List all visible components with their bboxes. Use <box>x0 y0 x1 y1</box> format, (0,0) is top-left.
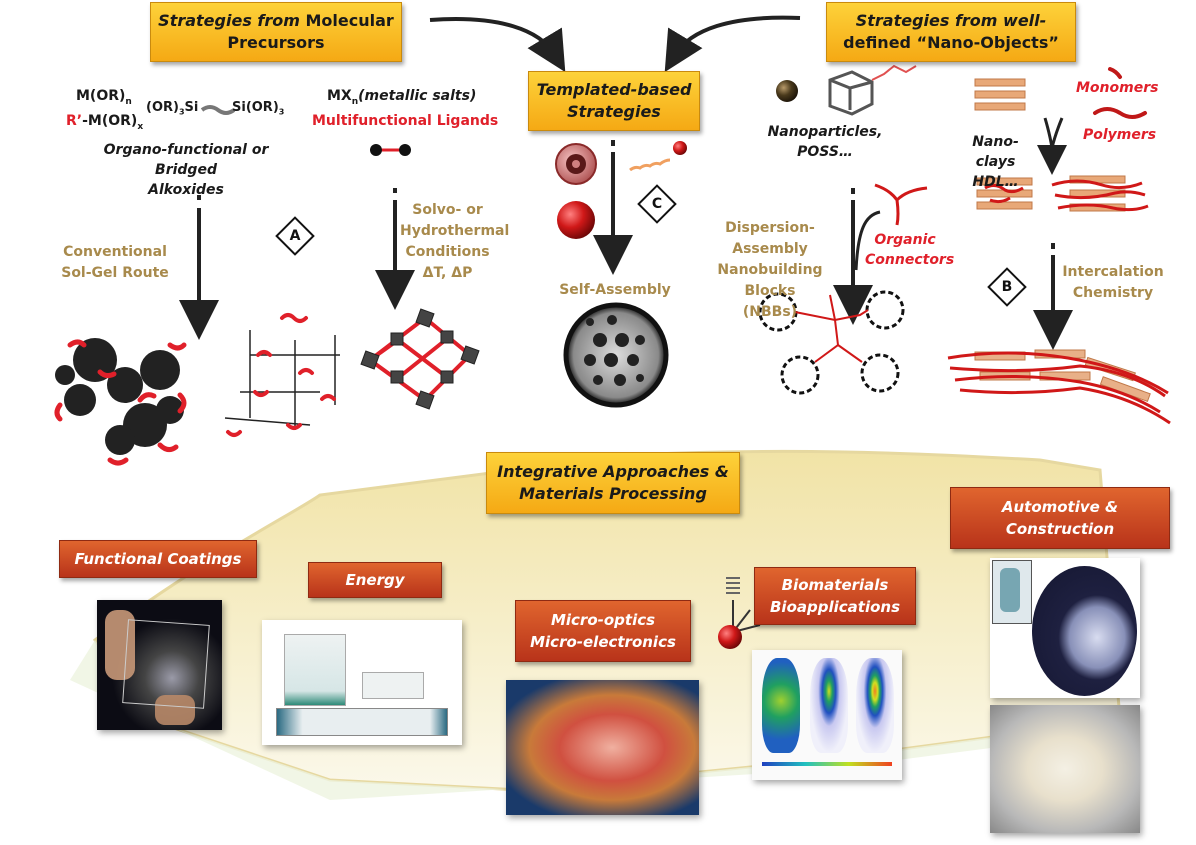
label-bridged-right: Si(OR)3 <box>232 100 285 117</box>
bio-imaging-photo <box>752 650 902 780</box>
metallic-salts-label: MXn(metallic salts) <box>327 88 477 107</box>
porous-sphere-illustration <box>563 302 669 408</box>
label-bridged-left: (OR)3Si <box>146 100 199 117</box>
nanoparticle-icon <box>776 80 798 102</box>
poss-cage-icon <box>828 64 917 116</box>
coated-glass-photo <box>97 600 222 730</box>
nbb-assembly-illustration <box>758 290 905 395</box>
functional-coatings-box: Functional Coatings <box>59 540 257 578</box>
monomer-icon <box>1108 67 1122 79</box>
arrow-down-dispersion-icon <box>833 188 881 325</box>
tire-photo <box>990 558 1140 698</box>
exfoliated-clay-icon <box>1051 175 1149 212</box>
bridge-wiggle-icon <box>200 105 236 115</box>
energy-box: Energy <box>308 562 442 598</box>
multifunctional-ligands-label: Multifunctional Ligands <box>312 113 499 129</box>
curved-arrow-right-icon <box>664 15 801 73</box>
monomers-label: Monomers <box>1076 80 1159 96</box>
ligand-dumbbell-icon <box>370 144 411 156</box>
molecular-box-line2: Precursors <box>227 33 325 52</box>
functionalized-nanoparticle-icon <box>718 577 761 649</box>
integrative-line2: Materials Processing <box>519 484 707 503</box>
curved-arrow-left-icon <box>429 17 566 73</box>
construction-material-photo <box>990 705 1140 833</box>
nano-objects-box-line1: Strategies from well- <box>855 11 1047 30</box>
self-assembly-label: Self-Assembly <box>559 282 671 298</box>
integrative-approaches-box: Integrative Approaches & Materials Proce… <box>486 452 740 514</box>
organic-connector-icon <box>874 183 928 226</box>
polymers-label: Polymers <box>1083 127 1157 143</box>
red-sphere-icon <box>557 201 595 239</box>
alkoxides-label: Organo-functional or Bridged Alkoxides <box>103 142 269 198</box>
merge-arrow-icon <box>1037 117 1067 175</box>
templated-strategies-box: Templated-based Strategies <box>528 71 700 131</box>
mof-grid-illustration <box>360 308 480 410</box>
surfactant-icon <box>629 158 671 172</box>
nanoparticles-label: Nanoparticles,POSS… <box>767 124 883 160</box>
nanocomposite-illustration <box>947 349 1171 425</box>
siloxane-network-illustration <box>224 313 340 437</box>
flexible-electronics-photo <box>506 680 699 815</box>
intercalated-clay-icon <box>976 177 1033 210</box>
sol-gel-cluster-illustration <box>54 338 187 466</box>
molecular-box-line1: Molecular <box>299 11 394 30</box>
molecular-box-line1-italic: Strategies from <box>158 11 300 30</box>
battery-photo <box>262 620 462 745</box>
nano-objects-box: Strategies from well- defined “Nano-Obje… <box>826 2 1076 62</box>
label-r-m-or-x: R’-M(OR)x <box>66 113 144 132</box>
nano-clay-stack-icon <box>974 78 1026 111</box>
nano-objects-box-line2: defined “Nano-Objects” <box>843 33 1059 52</box>
integrative-line1: Integrative Approaches & <box>497 462 729 481</box>
automotive-construction-box: Automotive &Construction <box>950 487 1170 549</box>
label-m-or-n: M(OR)n <box>76 88 132 107</box>
molecular-precursors-box: Strategies from Molecular Precursors <box>150 2 402 62</box>
polymer-icon <box>1093 107 1147 119</box>
templated-box-line1: Templated-based <box>536 80 692 99</box>
templated-box-line2: Strategies <box>567 102 661 121</box>
